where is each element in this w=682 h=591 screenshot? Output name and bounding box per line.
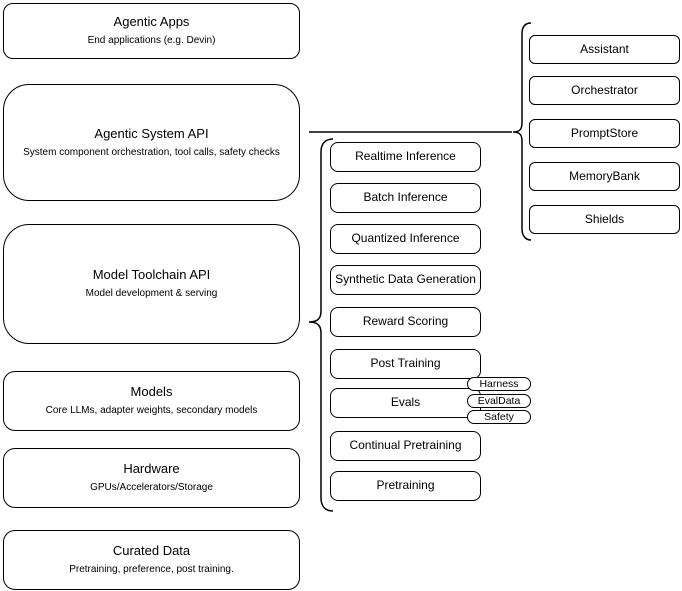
memorybank-box: MemoryBank: [529, 162, 680, 191]
box-label: Realtime Inference: [355, 149, 456, 164]
tag-label: Harness: [479, 377, 519, 390]
box-subtitle: Model development & serving: [85, 288, 218, 300]
box-title: Agentic Apps: [113, 14, 190, 30]
box-label: Reward Scoring: [362, 314, 449, 329]
safety-tag: Safety: [467, 410, 531, 424]
box-title: Models: [130, 384, 173, 400]
tag-label: EvalData: [477, 394, 521, 407]
box-subtitle: Core LLMs, adapter weights, secondary mo…: [45, 405, 258, 417]
box-label: MemoryBank: [569, 168, 640, 183]
box-label: Pretraining: [376, 478, 435, 493]
shields-box: Shields: [529, 205, 680, 234]
box-label: Orchestrator: [571, 82, 638, 97]
agentic-system-api-box: Agentic System API System component orch…: [3, 84, 300, 201]
box-label: Quantized Inference: [351, 231, 460, 246]
harness-tag: Harness: [467, 377, 531, 391]
promptstore-box: PromptStore: [529, 119, 680, 148]
box-label: PromptStore: [570, 125, 639, 140]
evaldata-tag: EvalData: [467, 394, 531, 408]
box-subtitle: Pretraining, preference, post training.: [69, 564, 234, 576]
synthetic-data-generation-box: Synthetic Data Generation: [330, 265, 481, 295]
agentic-apps-box: Agentic Apps End applications (e.g. Devi…: [3, 3, 300, 59]
box-label: Shields: [584, 211, 625, 226]
box-label: Synthetic Data Generation: [335, 272, 476, 287]
orchestrator-box: Orchestrator: [529, 76, 680, 105]
toolchain-brace: [308, 138, 334, 512]
realtime-inference-box: Realtime Inference: [330, 142, 481, 172]
quantized-inference-box: Quantized Inference: [330, 224, 481, 254]
box-label: Assistant: [580, 41, 629, 56]
box-title: Agentic System API: [94, 125, 209, 141]
system-components-brace: [512, 22, 532, 241]
batch-inference-box: Batch Inference: [330, 183, 481, 213]
evals-box: Evals: [330, 388, 481, 418]
assistant-box: Assistant: [529, 35, 680, 64]
reward-scoring-box: Reward Scoring: [330, 307, 481, 337]
box-subtitle: System component orchestration, tool cal…: [23, 146, 280, 158]
curated-data-box: Curated Data Pretraining, preference, po…: [3, 530, 300, 590]
box-title: Curated Data: [112, 543, 191, 559]
box-title: Model Toolchain API: [92, 267, 211, 283]
box-label: Post Training: [370, 356, 441, 371]
box-subtitle: GPUs/Accelerators/Storage: [90, 482, 213, 494]
box-label: Evals: [390, 395, 421, 410]
box-label: Continual Pretraining: [349, 438, 462, 453]
models-box: Models Core LLMs, adapter weights, secon…: [3, 371, 300, 431]
pretraining-box: Pretraining: [330, 471, 481, 501]
box-subtitle: End applications (e.g. Devin): [87, 35, 216, 47]
post-training-box: Post Training: [330, 349, 481, 379]
box-title: Hardware: [123, 461, 180, 477]
box-label: Batch Inference: [363, 190, 448, 205]
continual-pretraining-box: Continual Pretraining: [330, 431, 481, 461]
tag-label: Safety: [484, 410, 514, 423]
model-toolchain-api-box: Model Toolchain API Model development & …: [3, 224, 300, 344]
hardware-box: Hardware GPUs/Accelerators/Storage: [3, 448, 300, 508]
